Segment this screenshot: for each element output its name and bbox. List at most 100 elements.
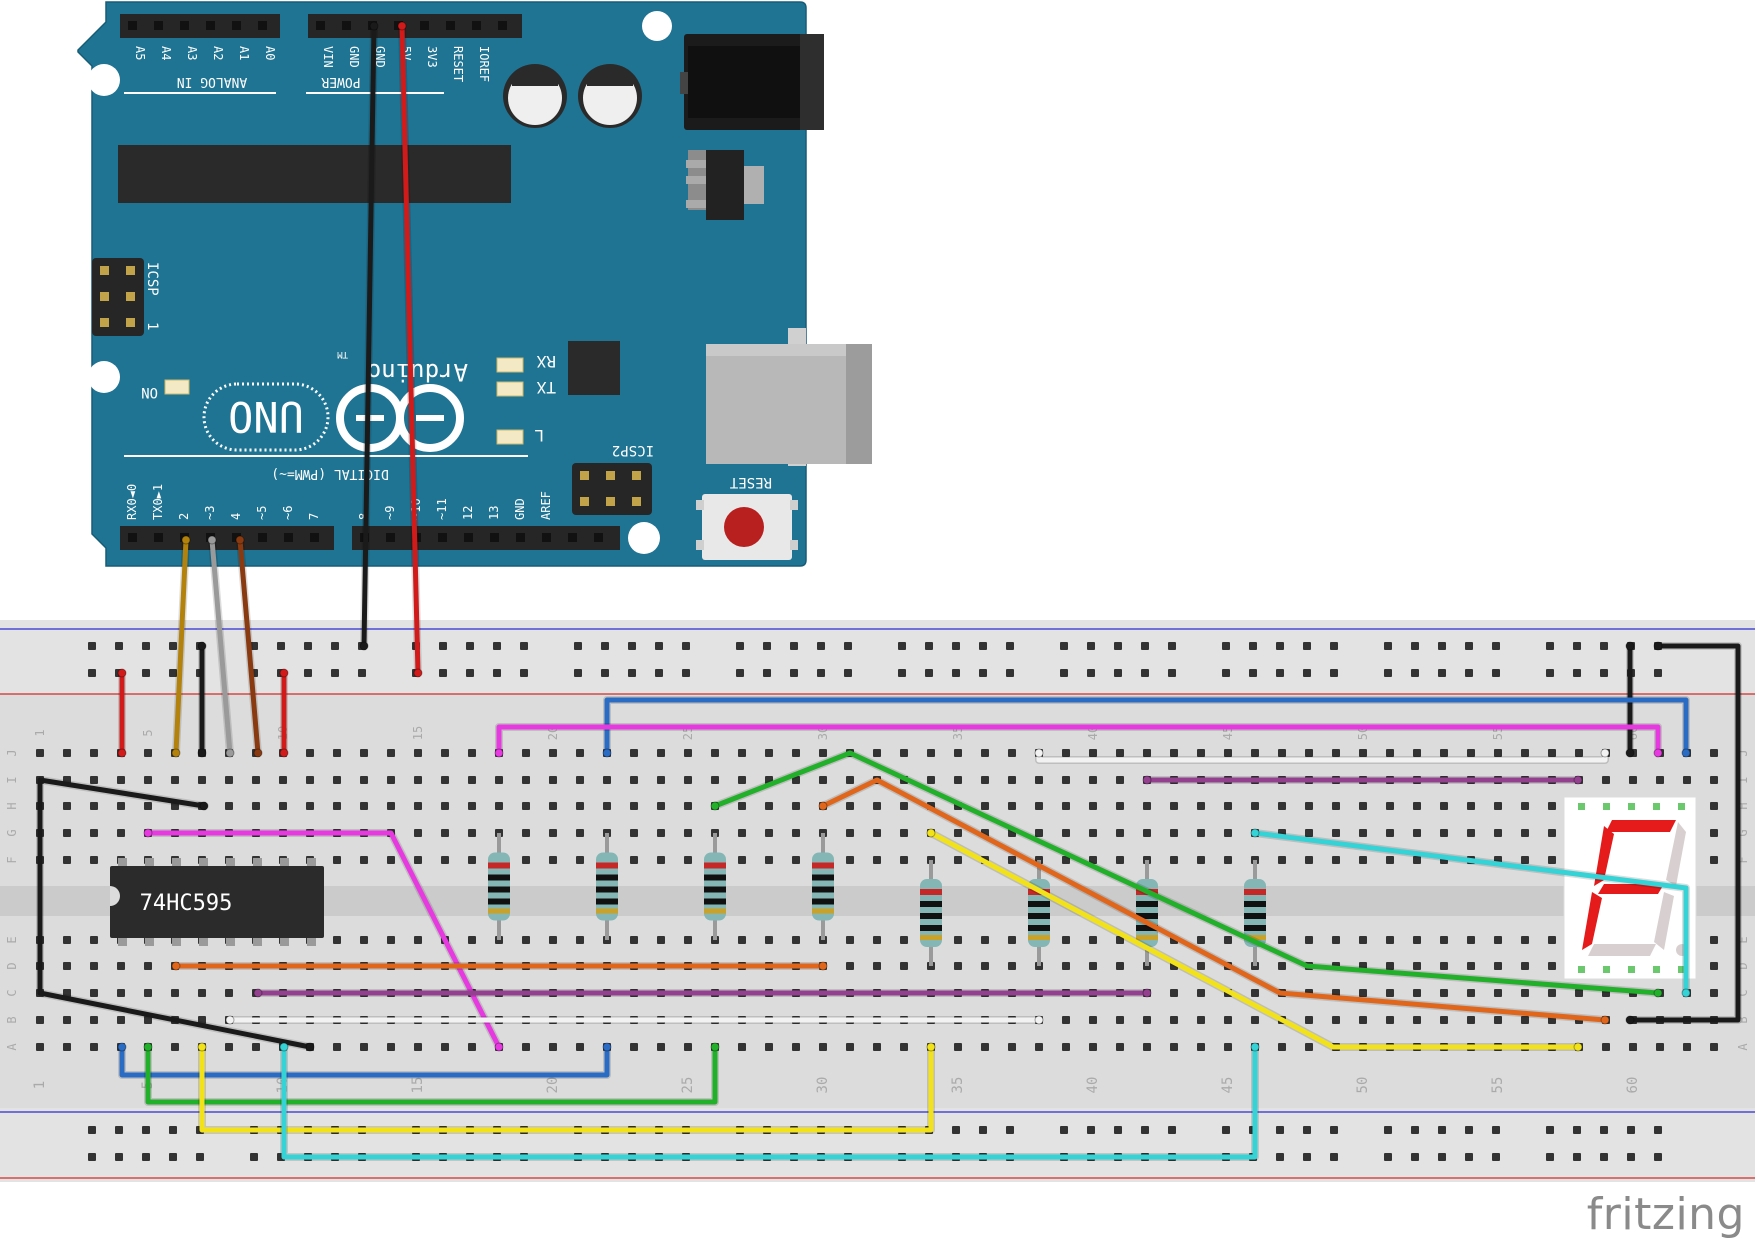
wire-rail-black-right-end xyxy=(1625,748,1635,758)
rail-hole xyxy=(1114,1126,1122,1134)
rail-hole xyxy=(1276,1126,1284,1134)
wire-green-bottom xyxy=(145,1044,718,1105)
breadboard-hole xyxy=(1467,802,1475,810)
breadboard-hole xyxy=(549,936,557,944)
row-letter-right: I xyxy=(1736,776,1750,783)
digital-pin-label: ~6 xyxy=(281,506,295,520)
rail-hole xyxy=(925,669,933,677)
breadboard-hole xyxy=(1467,962,1475,970)
breadboard-hole xyxy=(306,749,314,757)
rail-hole xyxy=(844,642,852,650)
rail-hole xyxy=(1384,669,1392,677)
breadboard-hole xyxy=(90,802,98,810)
breadboard-hole xyxy=(1278,962,1286,970)
breadboard-hole xyxy=(279,802,287,810)
breadboard-hole xyxy=(1629,776,1637,784)
breadboard-hole xyxy=(1062,829,1070,837)
ic-pin xyxy=(307,858,316,866)
wire-cyan-bottom-end xyxy=(1250,1042,1260,1052)
row-letter-left: C xyxy=(5,989,19,996)
breadboard-hole xyxy=(576,749,584,757)
power-pin-label: VIN xyxy=(321,46,335,68)
rail-hole xyxy=(439,669,447,677)
breadboard-hole xyxy=(1116,1043,1124,1051)
rail-hole xyxy=(1465,669,1473,677)
icsp-label: ICSP xyxy=(144,262,160,296)
resistor-band xyxy=(1028,935,1050,940)
reset-button[interactable] xyxy=(696,494,798,560)
breadboard-hole xyxy=(1629,1043,1637,1051)
rail-hole xyxy=(952,642,960,650)
digital-pin-label: GND xyxy=(513,498,527,520)
breadboard-hole xyxy=(225,989,233,997)
wire-pin3 xyxy=(209,537,233,756)
breadboard-hole xyxy=(1467,1016,1475,1024)
breadboard-hole xyxy=(954,936,962,944)
column-number-bottom: 60 xyxy=(1625,1077,1641,1094)
breadboard-hole xyxy=(792,936,800,944)
ic-pin xyxy=(226,858,235,866)
column-number-bottom: 35 xyxy=(950,1077,966,1094)
wire-blue-top-end xyxy=(602,748,612,758)
breadboard-hole xyxy=(1170,856,1178,864)
rail-hole xyxy=(169,1153,177,1161)
rx-label: RX xyxy=(536,352,556,371)
row-letter-right: G xyxy=(1736,829,1750,836)
resistor-band xyxy=(1244,935,1266,940)
breadboard-hole xyxy=(1062,1043,1070,1051)
breadboard-hole xyxy=(171,1043,179,1051)
mounting-hole xyxy=(88,64,120,96)
top-power-rail xyxy=(0,620,1755,694)
breadboard-hole xyxy=(1386,802,1394,810)
rail-hole xyxy=(1627,1126,1635,1134)
rail-hole xyxy=(1060,642,1068,650)
wire-purple-top-end xyxy=(1573,775,1583,785)
breadboard-hole xyxy=(1494,749,1502,757)
breadboard-hole xyxy=(252,802,260,810)
breadboard-hole xyxy=(1089,856,1097,864)
breadboard-hole xyxy=(576,1043,584,1051)
row-letter-right: A xyxy=(1736,1043,1750,1051)
tx-led xyxy=(496,381,524,397)
rail-hole xyxy=(1411,642,1419,650)
breadboard-hole xyxy=(1656,776,1664,784)
header-pin xyxy=(316,21,325,30)
wire-yellow-diag-end xyxy=(926,828,936,838)
rail-hole xyxy=(1060,669,1068,677)
breadboard-hole xyxy=(1116,829,1124,837)
wire-rail-red-end xyxy=(279,668,289,678)
rail-hole xyxy=(1060,1126,1068,1134)
digital-label: DIGITAL (PWM=~) xyxy=(271,466,388,481)
breadboard-hole xyxy=(765,1043,773,1051)
breadboard-hole xyxy=(1467,829,1475,837)
breadboard-hole xyxy=(1548,802,1556,810)
breadboard-hole xyxy=(738,936,746,944)
breadboard-hole xyxy=(711,776,719,784)
rail-hole xyxy=(1411,1126,1419,1134)
column-number-top: 15 xyxy=(411,726,425,740)
icsp2-header xyxy=(572,463,652,515)
resistor-band xyxy=(1244,901,1266,907)
icsp-pin1-label: 1 xyxy=(144,322,160,330)
header-pin xyxy=(154,21,163,30)
breadboard-hole xyxy=(738,829,746,837)
wire-white-long-end xyxy=(225,1015,235,1025)
rail-hole xyxy=(1303,1153,1311,1161)
breadboard-hole xyxy=(90,936,98,944)
analog-header xyxy=(120,14,280,38)
wire-pin3-end xyxy=(225,748,235,758)
breadboard-hole xyxy=(684,749,692,757)
header-pin xyxy=(420,21,429,30)
breadboard-hole xyxy=(765,936,773,944)
rail-hole xyxy=(1465,1126,1473,1134)
rail-hole xyxy=(1411,669,1419,677)
breadboard-hole xyxy=(1359,802,1367,810)
breadboard-hole xyxy=(954,776,962,784)
wire-white-top-end xyxy=(1034,748,1044,758)
column-number-bottom: 15 xyxy=(410,1077,426,1094)
breadboard-hole xyxy=(252,1043,260,1051)
breadboard-hole xyxy=(549,856,557,864)
breadboard-hole xyxy=(1332,749,1340,757)
breadboard-hole xyxy=(1197,749,1205,757)
